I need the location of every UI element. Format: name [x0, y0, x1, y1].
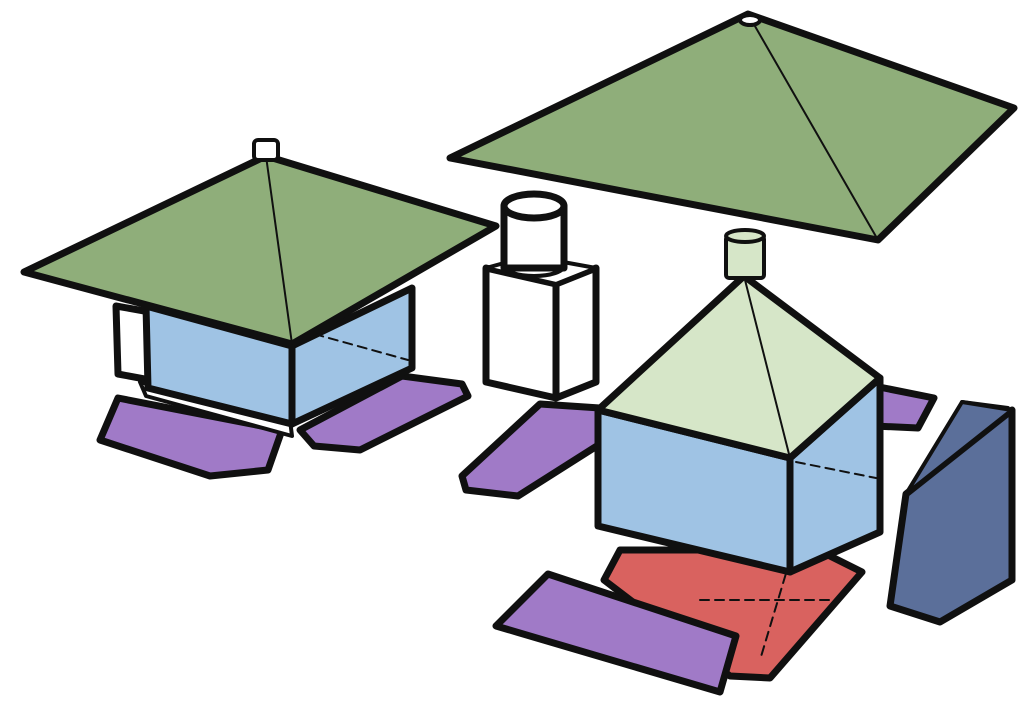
- right-slab-bottom: [492, 570, 740, 696]
- red-floor-dashed-b: [759, 559, 791, 661]
- chimney-body-front: [482, 264, 560, 402]
- left-wall-side: [288, 284, 416, 428]
- chimney-cylinder-top: [500, 190, 568, 222]
- chimney-body-side: [552, 264, 600, 402]
- right-wall-dashed-edge: [795, 461, 877, 479]
- right-building: [446, 10, 1018, 696]
- left-roof: [20, 152, 500, 348]
- left-pavilion: [20, 138, 500, 480]
- right-big-roof-ridge-a: [747, 13, 879, 241]
- left-roof-ridge-b: [23, 155, 267, 273]
- right-big-roof-cap: [738, 13, 762, 27]
- right-inner-roof-cap-top: [724, 228, 766, 244]
- center-chimney: [482, 190, 600, 402]
- right-inner-roof-ridge-a: [743, 275, 791, 459]
- right-slab-left: [458, 400, 604, 500]
- navy-panel-edge: [904, 400, 1014, 496]
- right-inner-roof-ridge-b: [743, 275, 881, 379]
- right-big-roof-ridge-b: [449, 13, 749, 159]
- right-big-roof-ridge-c: [747, 13, 1015, 109]
- left-roof-ridge-c: [265, 155, 497, 227]
- left-wall-dashed-edge: [299, 329, 409, 361]
- left-roof-ridge-a: [265, 155, 293, 345]
- left-roof-cap: [252, 138, 280, 162]
